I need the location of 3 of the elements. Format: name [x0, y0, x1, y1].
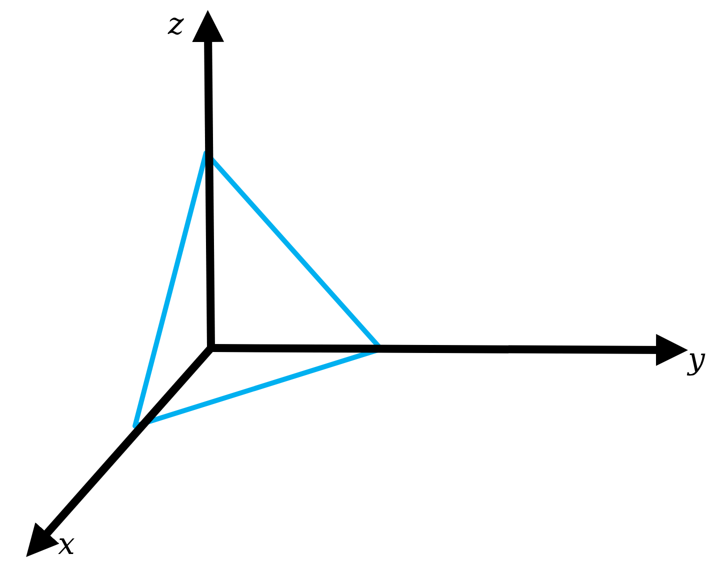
axis-label: z [168, 10, 184, 40]
axis-label: x [58, 530, 75, 560]
axis-label: y [688, 345, 705, 375]
